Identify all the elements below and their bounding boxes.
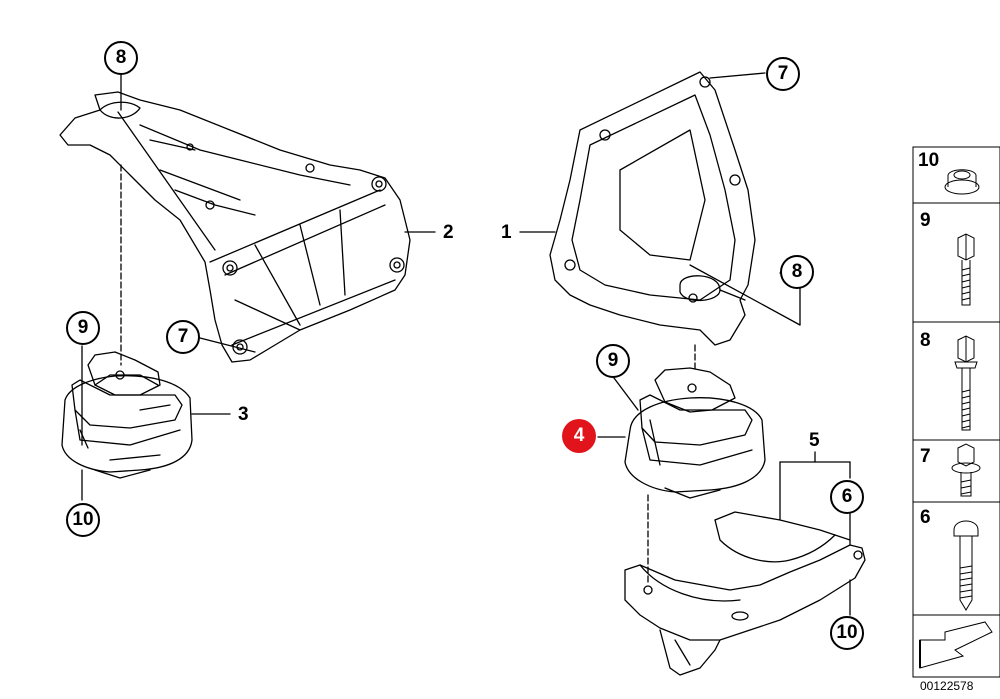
- callout-10-right[interactable]: 10: [830, 616, 864, 650]
- callout-5[interactable]: 5: [809, 430, 820, 451]
- callout-8-left[interactable]: 8: [104, 41, 138, 75]
- legend-item-7[interactable]: 7: [920, 446, 931, 467]
- nut-icon: [944, 169, 980, 195]
- engine-mount-left[interactable]: [61, 351, 193, 479]
- leader-lines: [81, 72, 851, 616]
- callout-9-right[interactable]: 9: [596, 344, 630, 378]
- engine-bracket-right[interactable]: [549, 71, 801, 346]
- legend-panel: [912, 146, 1000, 678]
- callout-9-left[interactable]: 9: [66, 311, 100, 345]
- flange-bolt-icon: [951, 443, 981, 497]
- direction-arrow-icon: [919, 621, 993, 669]
- callout-4-highlighted[interactable]: 4: [562, 419, 596, 453]
- round-head-bolt-icon: [953, 520, 979, 611]
- document-id: 00122578: [920, 679, 974, 693]
- callout-3[interactable]: 3: [238, 404, 249, 425]
- hex-bolt-long-icon: [954, 335, 978, 431]
- callout-10-left[interactable]: 10: [66, 503, 100, 537]
- callout-7-left[interactable]: 7: [166, 320, 200, 354]
- callout-6[interactable]: 6: [830, 480, 864, 514]
- support-plate[interactable]: [624, 511, 866, 676]
- legend-item-6[interactable]: 6: [920, 507, 931, 528]
- callout-1[interactable]: 1: [501, 222, 512, 243]
- hex-bolt-short-icon: [957, 233, 975, 306]
- legend-item-8[interactable]: 8: [920, 330, 931, 351]
- callout-2[interactable]: 2: [443, 222, 454, 243]
- callout-8-right[interactable]: 8: [780, 255, 814, 289]
- engine-mount-right[interactable]: [624, 367, 766, 499]
- legend-item-10[interactable]: 10: [918, 150, 940, 171]
- legend-item-9[interactable]: 9: [920, 210, 931, 231]
- engine-bracket-left[interactable]: [59, 91, 411, 363]
- callout-7-right[interactable]: 7: [766, 57, 800, 91]
